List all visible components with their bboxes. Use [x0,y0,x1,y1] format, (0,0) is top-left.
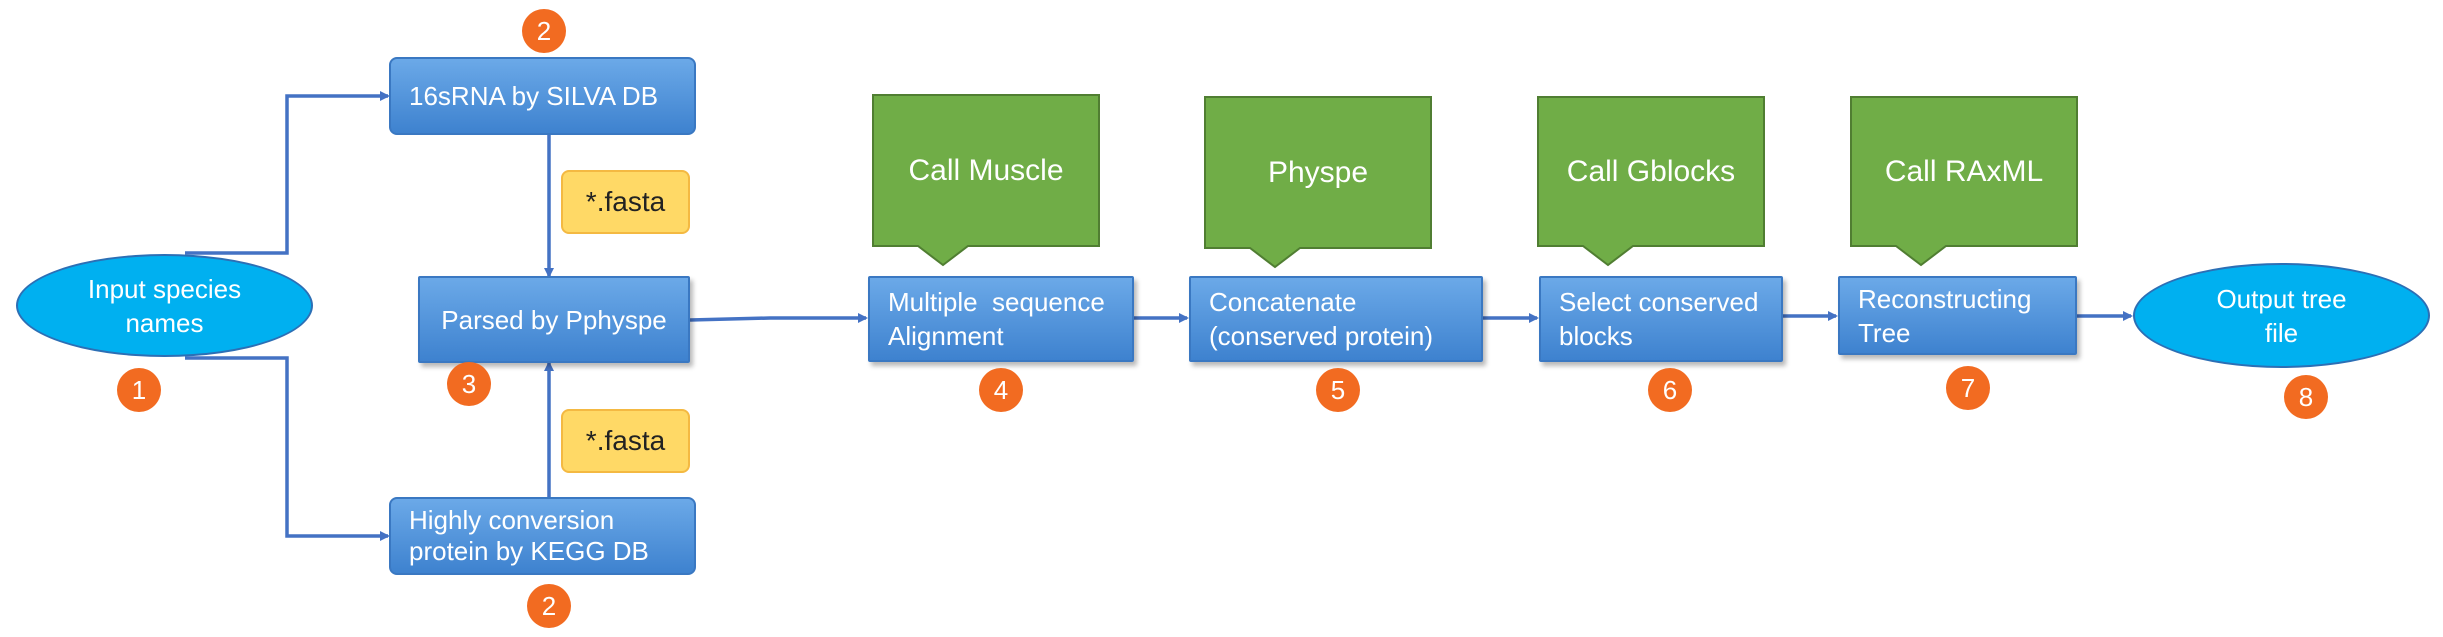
step-badge-input: 1 [117,368,161,412]
callout-shape-muscle [872,94,1100,267]
fasta-tag-bottom: *.fasta [561,409,690,473]
msa-label-line1: Multiple sequence [888,287,1105,317]
step-badge-kegg: 2 [527,584,571,628]
silva-db-node: 16sRNA by SILVA DB [389,57,696,135]
step-badge-tree: 7 [1946,366,1990,410]
callout-shape-raxml [1850,96,2078,267]
callout-shape-physpe [1204,96,1432,269]
tree-label-line2: Tree [1858,317,1911,348]
parsed-label: Parsed by Pphyspe [441,304,667,335]
output-tree-node: Output tree file [2133,263,2430,368]
parsed-node: Parsed by Pphyspe [418,276,690,363]
select-label-line2: blocks [1559,321,1633,351]
output-label-line1: Output tree [2216,283,2347,314]
kegg-label-line1: Highly conversion [409,505,615,535]
step-badge-select: 6 [1648,368,1692,412]
callout-call-muscle: Call Muscle [908,153,1064,187]
callout-call-gblocks: Call Gblocks [1566,154,1736,188]
concatenate-node: Concatenate (conserved protein) [1189,276,1483,362]
concatenate-label-line2: (conserved protein) [1209,321,1433,351]
reconstruct-tree-node: Reconstructing Tree [1838,276,2077,355]
arrow-parsed-to-msa [689,313,868,323]
fasta-tag-top: *.fasta [561,170,690,234]
callout-shape-gblocks [1537,96,1765,267]
msa-label-line2: Alignment [888,321,1004,351]
step-badge-msa: 4 [979,368,1023,412]
step-badge-concatenate: 5 [1316,368,1360,412]
kegg-label-line2: protein by KEGG DB [409,536,649,566]
input-label-line1: Input species [87,273,242,304]
kegg-db-node: Highly conversion protein by KEGG DB [389,497,696,575]
output-label-line2: file [2264,317,2299,348]
select-blocks-node: Select conserved blocks [1539,276,1783,362]
callout-physpe: Physpe [1267,155,1369,189]
msa-node: Multiple sequence Alignment [868,276,1134,362]
step-badge-parsed: 3 [447,362,491,406]
step-badge-output: 8 [2284,375,2328,419]
callout-call-raxml: Call RAxML [1884,154,2044,188]
silva-label: 16sRNA by SILVA DB [409,81,659,111]
input-species-node: Input species names [16,254,313,357]
select-label-line1: Select conserved [1559,287,1759,317]
concatenate-label-line1: Concatenate [1209,287,1357,317]
arrow-input-to-silva [185,91,390,255]
tree-label-line1: Reconstructing [1858,283,2032,314]
input-label-line2: names [125,307,204,338]
step-badge-silva: 2 [522,9,566,53]
arrow-input-to-kegg [185,356,390,541]
